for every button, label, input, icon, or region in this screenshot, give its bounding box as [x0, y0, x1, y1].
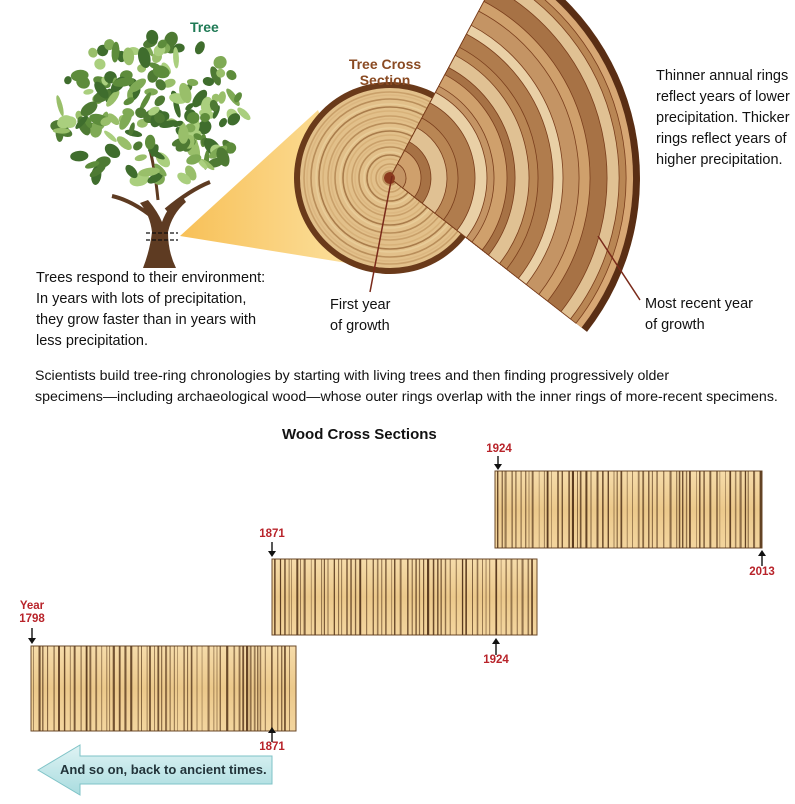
first-year-label-line: of growth — [330, 318, 390, 334]
section-1-start-year-line: Year — [19, 600, 45, 612]
rings-note-line: reflect years of lower — [656, 89, 790, 105]
back-arrow-label: And so on, back to ancient times. — [60, 762, 267, 777]
environment-note-line: Trees respond to their environment: — [36, 270, 266, 286]
tree-illustration — [50, 29, 251, 268]
recent-year-label: Most recent year of growth — [645, 294, 753, 336]
section-3-start-arrow — [494, 456, 502, 470]
rings-note-line: precipitation. Thicker — [656, 110, 790, 126]
first-year-leader — [369, 175, 393, 293]
section-2-end-year: 1924 — [483, 654, 509, 666]
section-1-end-arrow — [268, 727, 276, 742]
rings-note-line: higher precipitation. — [656, 152, 783, 168]
cross-section-title-line1: Tree Cross — [348, 56, 422, 72]
rings-note-line: rings reflect years of — [656, 131, 787, 147]
section-2-end-arrow — [492, 638, 500, 655]
section-1-start-arrow — [28, 628, 36, 644]
section-1-start-year-line: 1798 — [19, 613, 45, 625]
recent-year-label-line: Most recent year — [645, 296, 753, 312]
environment-note: Trees respond to their environment: In y… — [36, 268, 265, 352]
section-1-start-year: Year 1798 — [14, 600, 50, 626]
section-2-start-arrow — [268, 542, 276, 557]
rings-note-line: Thinner annual rings — [656, 68, 789, 84]
ring-wedge — [385, 0, 640, 332]
section-2-start-year: 1871 — [259, 528, 285, 540]
wood-cross-sections-title: Wood Cross Sections — [282, 426, 437, 443]
environment-note-line: less precipitation. — [36, 333, 149, 349]
wood-cross-section-3 — [494, 470, 763, 549]
first-year-label: First year of growth — [330, 295, 390, 337]
wood-cross-section-2 — [271, 558, 538, 636]
recent-year-label-line: of growth — [645, 317, 705, 333]
chronology-note-line: Scientists build tree-ring chronologies … — [35, 368, 670, 384]
section-1-end-year: 1871 — [259, 741, 285, 753]
rings-note: Thinner annual rings reflect years of lo… — [656, 66, 790, 171]
cross-section-title-line2: Section — [359, 72, 411, 88]
section-3-end-arrow — [758, 550, 766, 566]
cross-section-title: Tree Cross Section — [330, 56, 440, 88]
environment-note-line: In years with lots of precipitation, — [36, 291, 247, 307]
first-year-label-line: First year — [330, 297, 391, 313]
wood-cross-section-1 — [30, 645, 297, 732]
chronology-note: Scientists build tree-ring chronologies … — [35, 366, 778, 408]
recent-year-leader — [597, 235, 641, 301]
environment-note-line: they grow faster than in years with — [36, 312, 257, 328]
section-3-start-year: 1924 — [486, 443, 512, 455]
section-3-end-year: 2013 — [749, 566, 775, 578]
chronology-note-line: specimens—including archaeological wood—… — [35, 389, 778, 405]
back-arrow — [37, 744, 273, 796]
tree-title: Tree — [190, 19, 219, 35]
